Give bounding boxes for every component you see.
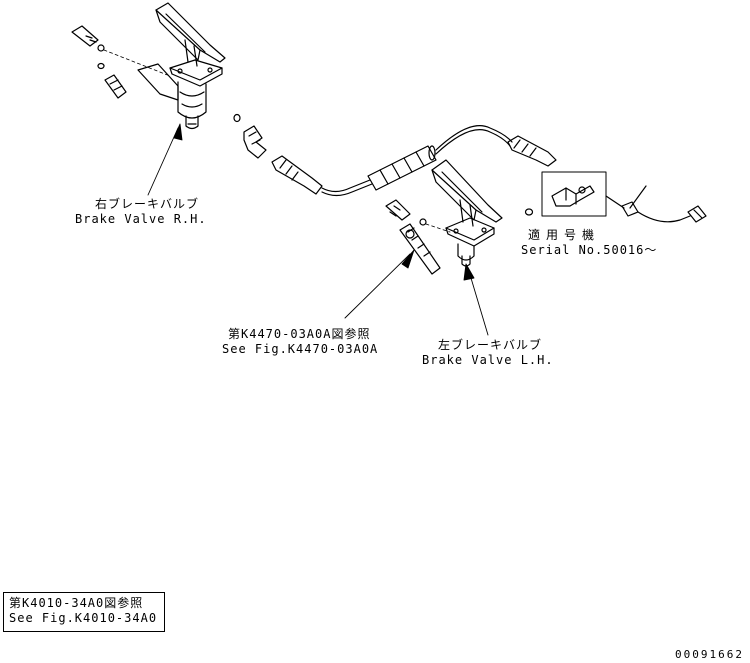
reference-box: 第K4010-34A0図参照 See Fig.K4010-34A0 — [3, 592, 165, 632]
ref-mid-label-jp: 第K4470-03A0A図参照 — [228, 327, 371, 341]
sensor-assembly — [541, 171, 707, 223]
brake-hose — [271, 125, 557, 197]
brake-valve-lh-label-jp: 左ブレーキバルブ — [438, 338, 543, 352]
leader-lines — [147, 123, 489, 336]
document-number: 00091662 — [675, 648, 744, 661]
brake-valve-rh — [71, 2, 267, 159]
serial-label-jp: 適用号機 — [528, 228, 601, 242]
brake-valve-lh-label-en: Brake Valve L.H. — [422, 353, 554, 367]
ref-mid-label-en: See Fig.K4470-03A0A — [222, 342, 379, 356]
ref-box-label-jp: 第K4010-34A0図参照 — [9, 596, 144, 610]
brake-valve-rh-label-en: Brake Valve R.H. — [75, 212, 207, 226]
serial-label-en: Serial No.50016～ — [521, 243, 658, 257]
ref-box-label-en: See Fig.K4010-34A0 — [9, 611, 158, 625]
brake-valve-rh-label-jp: 右ブレーキバルブ — [95, 197, 200, 211]
